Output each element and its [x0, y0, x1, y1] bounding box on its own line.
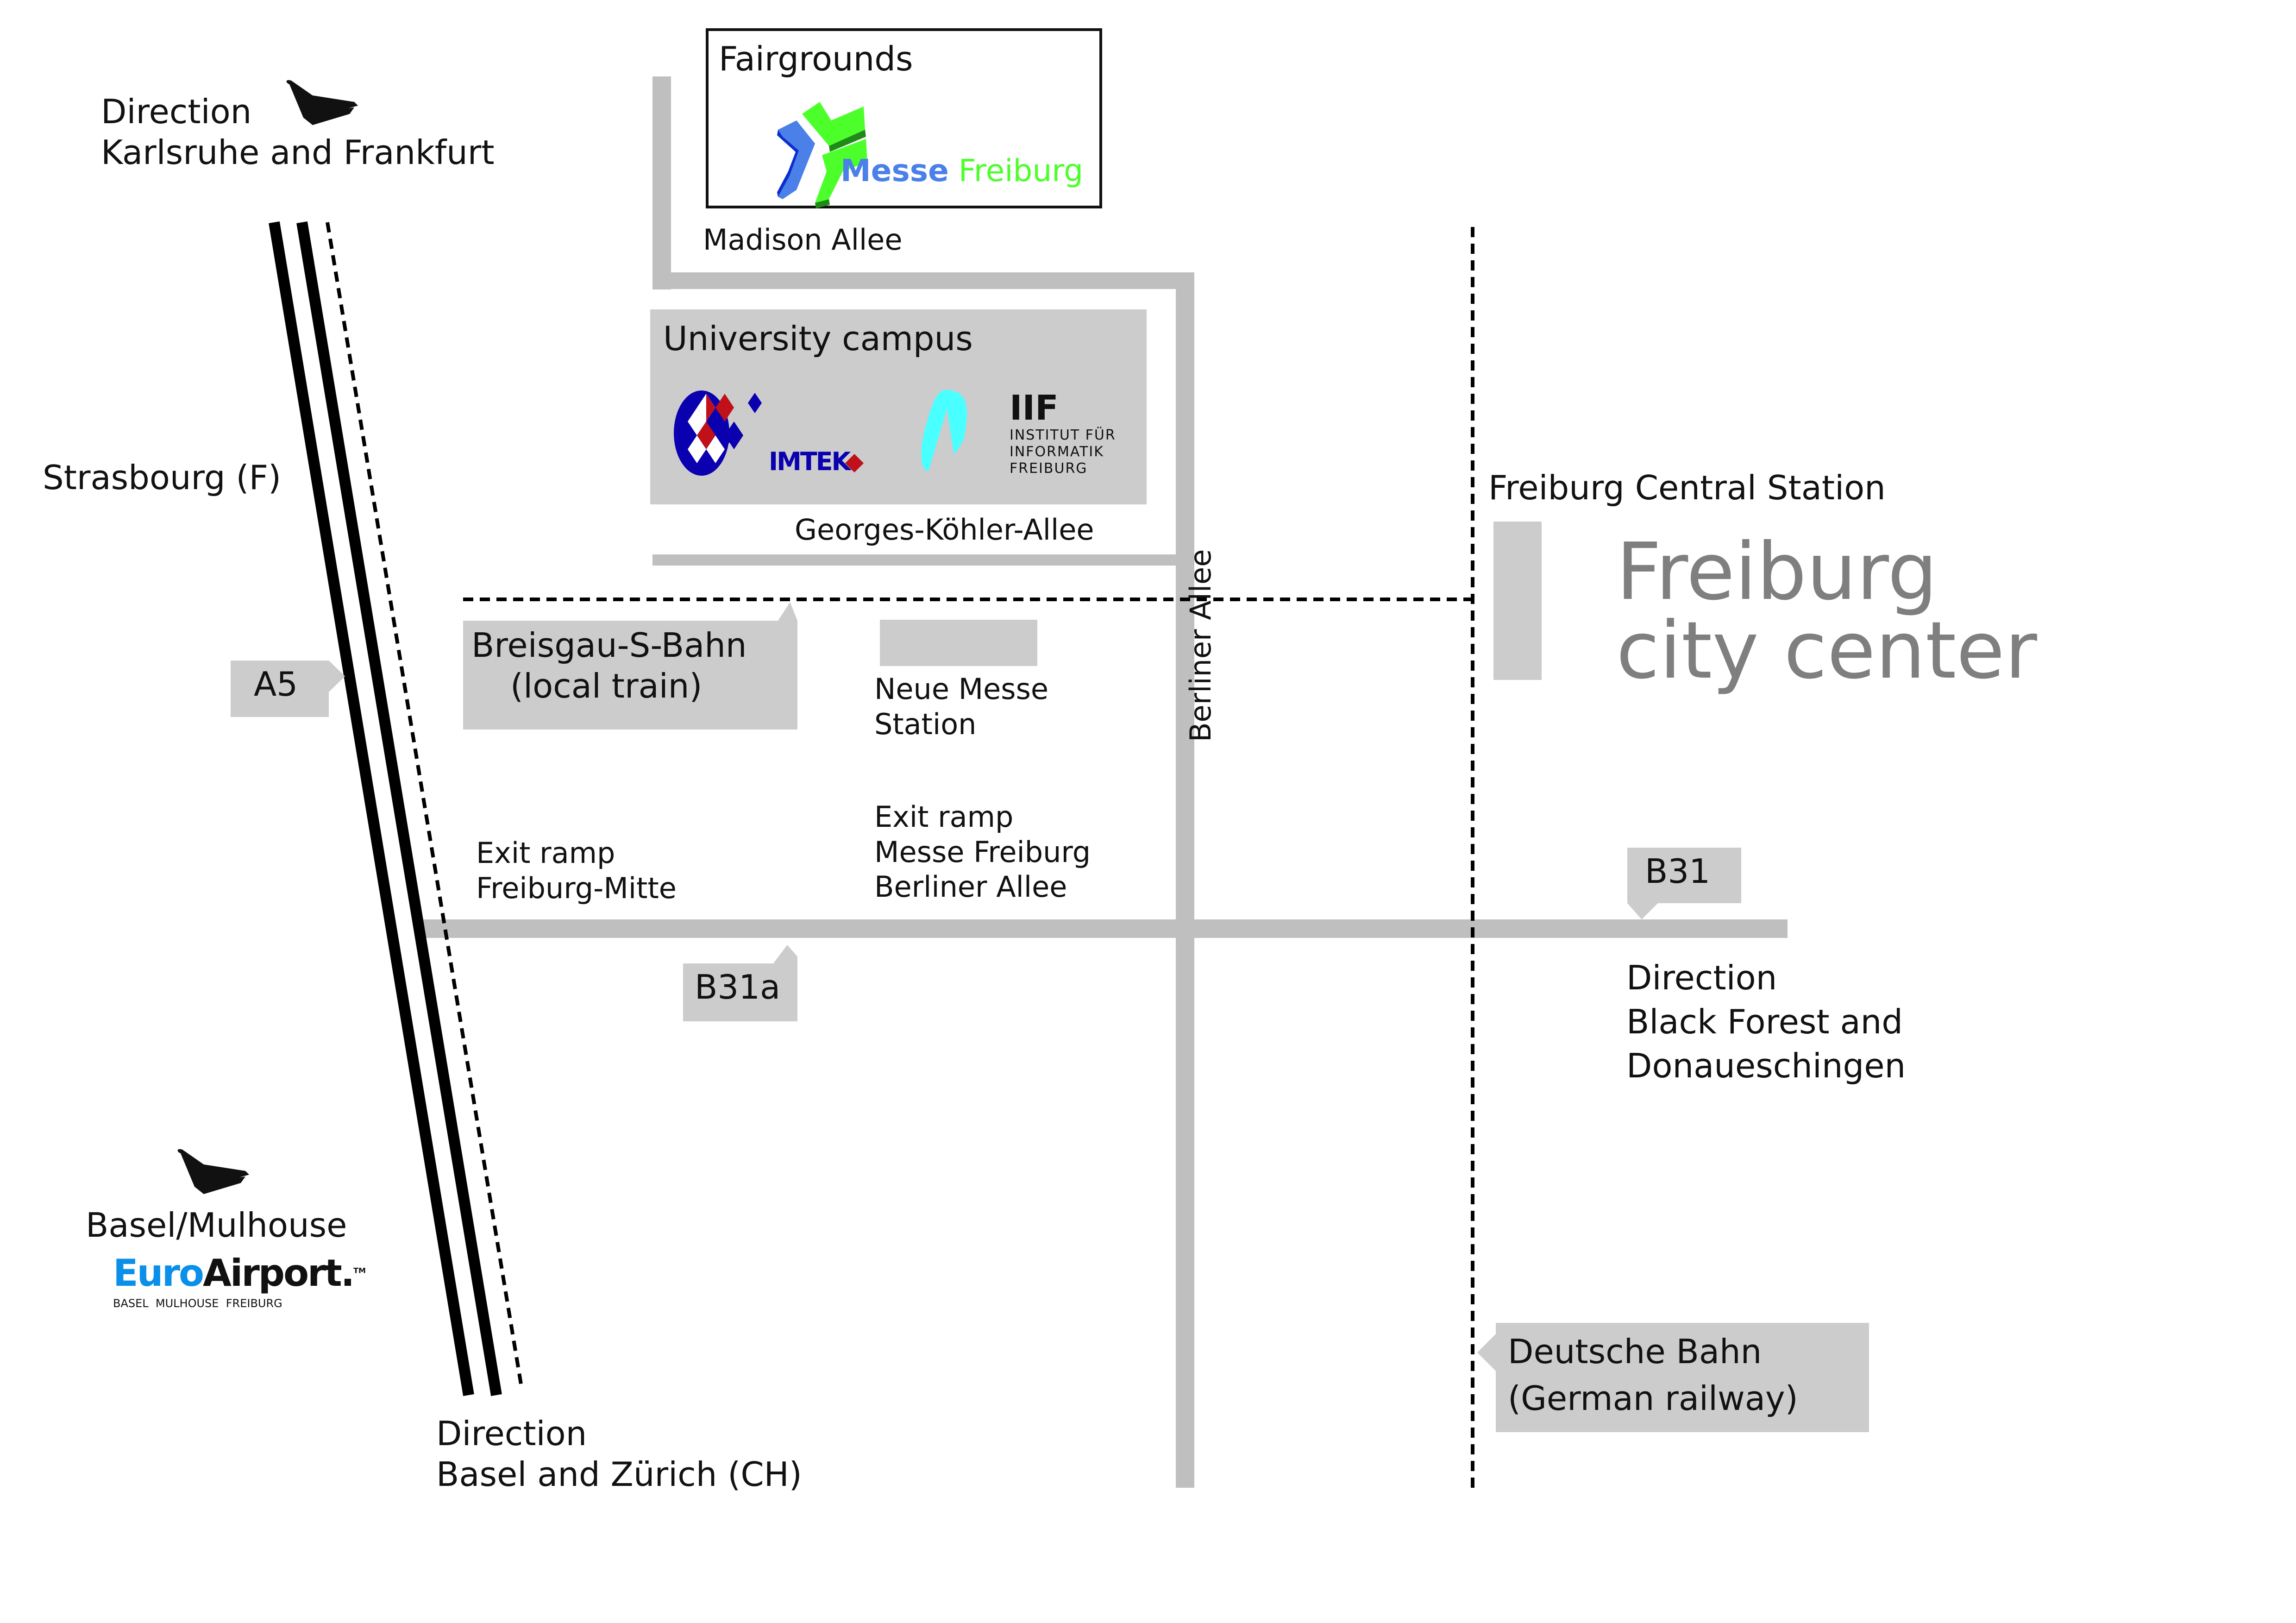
campus-roads	[652, 76, 1194, 566]
direction-east-line2: Black Forest and	[1626, 1002, 1903, 1042]
fairgrounds-title: Fairgrounds	[719, 39, 913, 78]
messe-word: Messe	[841, 153, 949, 189]
a5-carriageway-1	[269, 221, 474, 1396]
direction-south-line2: Basel and Zürich (CH)	[436, 1454, 802, 1494]
neue-messe-line2: Station	[874, 707, 977, 741]
city-center-label: Freiburg city center	[1616, 533, 2037, 690]
iif-subtitle: INSTITUT FÜR INFORMATIK FREIBURG	[1010, 427, 1116, 477]
airplane-icon-north	[286, 80, 358, 125]
road-madison-allee	[652, 272, 1194, 289]
db-line1: Deutsche Bahn	[1508, 1332, 1762, 1371]
road-berliner-allee	[1176, 272, 1194, 1488]
airplane-icon-south	[177, 1149, 249, 1194]
central-station-label: Freiburg Central Station	[1488, 468, 1886, 507]
iif-logo-icon	[921, 390, 967, 471]
messe-freiburg-wordmark: Messe Freiburg	[841, 153, 1083, 189]
central-station-block	[1493, 522, 1542, 680]
db-line2: (German railway)	[1508, 1378, 1798, 1418]
road-koehler-allee	[652, 554, 1183, 566]
euroairport-euro: Euro	[113, 1252, 204, 1295]
callout-sbahn	[463, 602, 797, 730]
road-b31	[422, 919, 1788, 938]
a5-rail-dashed	[326, 222, 524, 1390]
euroairport-wordmark: EuroAirport.TM	[113, 1252, 366, 1295]
callout-b31-label: B31	[1645, 852, 1711, 891]
exit-messe-line3: Berliner Allee	[874, 870, 1067, 904]
iif-sub-line1: INSTITUT FÜR	[1010, 427, 1116, 443]
callout-b31a-label: B31a	[695, 968, 781, 1007]
neue-messe-station-block	[880, 620, 1037, 666]
direction-east-line3: Donaueschingen	[1626, 1046, 1906, 1086]
sbahn-line1: Breisgau-S-Bahn	[471, 626, 747, 665]
callout-a5	[231, 661, 345, 717]
direction-south-line1: Direction	[436, 1414, 587, 1453]
callout-b31a	[683, 945, 797, 1021]
exit-ramp-freiburg-mitte: Exit ramp Freiburg-Mitte	[476, 836, 677, 906]
euroairport-tm: TM	[353, 1266, 366, 1275]
callout-db-label: Deutsche Bahn (German railway)	[1508, 1328, 1798, 1422]
imtek-wordmark: IMTEK	[769, 447, 851, 476]
street-madison-allee: Madison Allee	[703, 223, 903, 257]
exit-messe-line1: Exit ramp	[874, 800, 1014, 834]
neue-messe-station-label: Neue Messe Station	[874, 672, 1048, 742]
callout-sbahn-label: Breisgau-S-Bahn (local train)	[471, 625, 747, 707]
euroairport-airport: Airport	[203, 1252, 342, 1295]
callout-db	[1477, 1323, 1869, 1432]
imtek-logo-icon	[674, 390, 864, 476]
callout-a5-label: A5	[254, 665, 298, 704]
messe-freiburg-logo-icon	[777, 102, 867, 208]
street-georges-koehler-allee: Georges-Köhler-Allee	[795, 513, 1094, 547]
exit-messe-line2: Messe Freiburg	[874, 835, 1091, 869]
road-madison-vertical	[652, 76, 671, 289]
callout-b31	[1627, 848, 1741, 919]
city-center-line2: city center	[1616, 605, 2037, 697]
university-campus-title: University campus	[663, 319, 973, 358]
airport-label: Basel/Mulhouse	[86, 1206, 347, 1245]
euroairport-subtitle: BASEL MULHOUSE FREIBURG	[113, 1297, 282, 1310]
fairgrounds-box	[706, 28, 1102, 208]
freiburg-word: Freiburg	[958, 153, 1084, 189]
sbahn-line2: (local train)	[510, 666, 703, 705]
exit-mitte-line2: Freiburg-Mitte	[476, 871, 677, 905]
direction-north-line1: Direction	[101, 92, 252, 131]
iif-sub-line2: INFORMATIK	[1010, 444, 1104, 460]
direction-north-line2: Karlsruhe and Frankfurt	[101, 132, 495, 172]
city-center-line1: Freiburg	[1616, 526, 1938, 618]
a5-carriageway-2	[296, 221, 502, 1396]
neue-messe-line1: Neue Messe	[874, 672, 1049, 706]
direction-east-line1: Direction	[1626, 958, 1777, 997]
exit-mitte-line1: Exit ramp	[476, 836, 615, 870]
iif-wordmark: IIF	[1010, 388, 1059, 428]
motorway-a5	[269, 221, 524, 1396]
street-berliner-allee: Berliner Allee	[1184, 549, 1217, 742]
direction-north: Direction Karlsruhe and Frankfurt	[101, 92, 495, 173]
exit-ramp-messe-freiburg: Exit ramp Messe Freiburg Berliner Allee	[874, 799, 1091, 905]
direction-west: Strasbourg (F)	[43, 458, 282, 497]
direction-east: Direction Black Forest and Donaueschinge…	[1626, 956, 1906, 1088]
direction-south: Direction Basel and Zürich (CH)	[436, 1414, 802, 1495]
iif-sub-line3: FREIBURG	[1010, 460, 1088, 477]
